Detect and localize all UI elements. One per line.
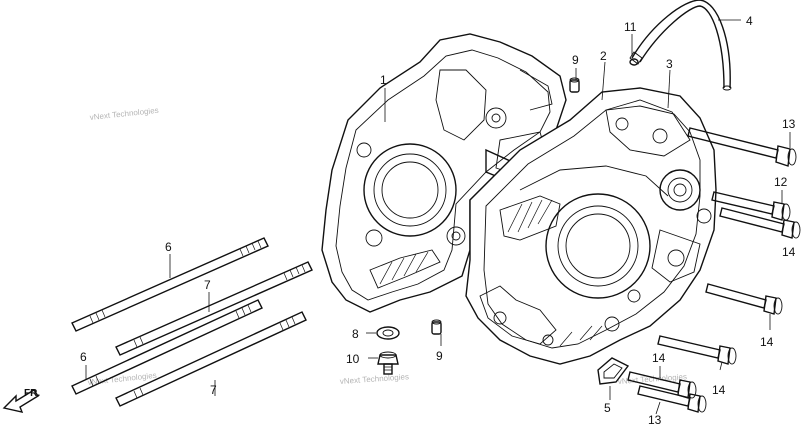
oil-filter-screen <box>597 357 630 385</box>
stud-bolts <box>71 237 313 407</box>
callout-7-upper: 7 <box>204 278 211 292</box>
stud-bolt-6-upper <box>71 237 269 332</box>
callout-14-upper: 14 <box>782 245 796 259</box>
flange-bolt-14-middle <box>705 283 783 315</box>
callout-2: 2 <box>600 49 607 63</box>
callout-labels: 1 2 3 4 9 11 6 7 6 7 8 10 9 13 12 14 14 … <box>80 14 796 427</box>
watermark: vNext Technologies <box>340 372 410 386</box>
callout-7-lower: 7 <box>210 383 217 397</box>
stud-bolt-7-upper <box>115 261 313 356</box>
callout-12: 12 <box>774 175 788 189</box>
dowel-pin-lower <box>431 319 442 335</box>
callout-3: 3 <box>666 57 673 71</box>
callout-14-bottom: 14 <box>712 383 726 397</box>
drain-plug-bolt <box>377 351 399 375</box>
callout-5: 5 <box>604 401 611 415</box>
stud-bolt-6-lower <box>71 299 263 395</box>
callout-10: 10 <box>346 352 360 366</box>
callout-4: 4 <box>746 14 753 28</box>
breather-tube <box>629 0 732 91</box>
callout-9-upper: 9 <box>572 53 579 67</box>
leader-lines <box>85 19 791 415</box>
front-direction-marker: FR. <box>2 388 40 413</box>
callout-1: 1 <box>380 73 387 87</box>
callout-9-lower: 9 <box>436 349 443 363</box>
right-crankcase-half <box>465 87 717 365</box>
callout-8: 8 <box>352 327 359 341</box>
stud-bolt-7-lower <box>115 311 307 407</box>
callout-6-upper: 6 <box>165 240 172 254</box>
callout-6-lower: 6 <box>80 350 87 364</box>
watermark: vNext Technologies <box>89 106 159 122</box>
dowel-pin-upper <box>569 77 580 93</box>
callout-13-lower: 13 <box>648 413 662 427</box>
sealing-washer <box>376 326 400 340</box>
flange-bolt-14-lower <box>657 335 737 365</box>
flange-bolt-13-upper <box>687 127 797 167</box>
hose-clip <box>629 58 639 66</box>
callout-14-lower: 14 <box>652 351 666 365</box>
callout-13-upper: 13 <box>782 117 796 131</box>
front-label: FR. <box>24 388 40 399</box>
callout-14-middle: 14 <box>760 335 774 349</box>
callout-11: 11 <box>624 20 637 34</box>
front-arrow-icon <box>2 389 39 413</box>
flange-bolt-14-upper <box>719 207 801 239</box>
flange-bolts <box>627 127 801 413</box>
flange-bolt-13-lower <box>637 385 707 413</box>
